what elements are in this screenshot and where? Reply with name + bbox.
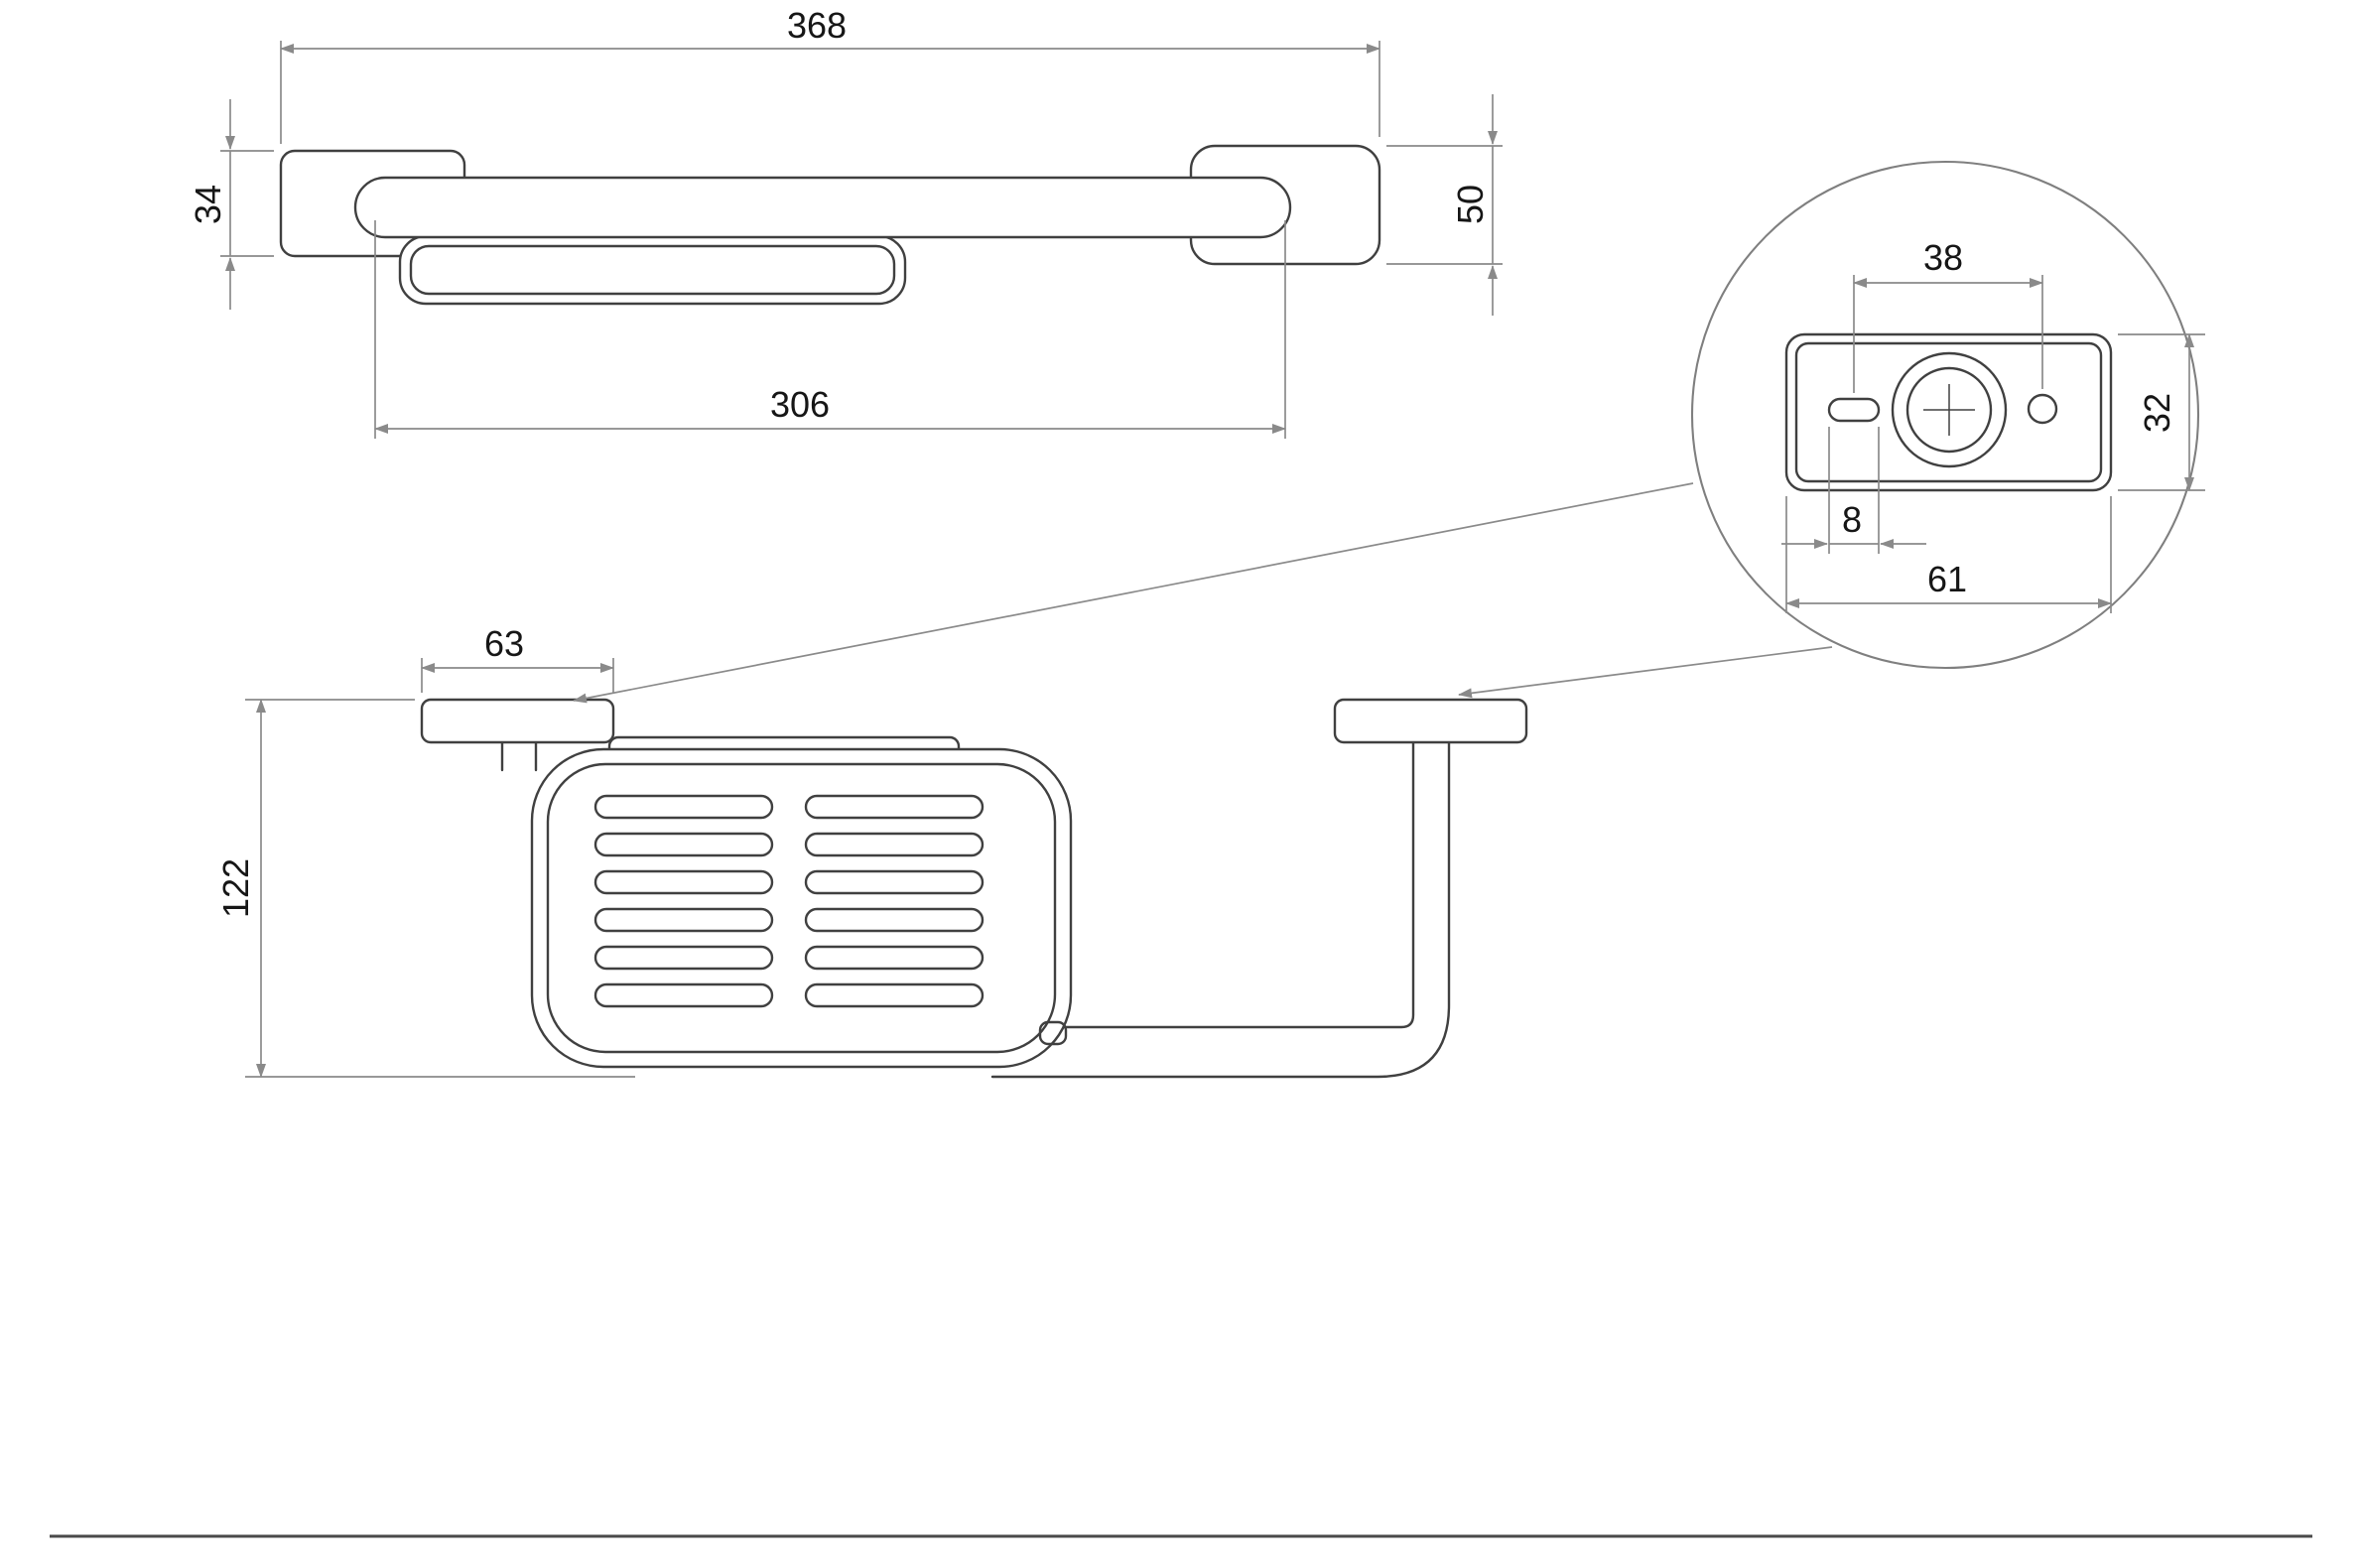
dim-left-end-height: 34	[188, 99, 274, 310]
dim-label-plate-length: 61	[1927, 559, 1967, 599]
basket-slot	[593, 907, 774, 933]
basket-slot	[804, 945, 985, 971]
basket-slots-right	[804, 794, 985, 1008]
dim-label-overall-length: 368	[787, 5, 847, 46]
dim-label-right-bracket-height: 50	[1450, 185, 1491, 224]
detail-leader-lines	[573, 482, 1833, 704]
rail-inner	[990, 740, 1415, 1029]
boss-outer-circle	[1891, 351, 2008, 468]
screw-hole	[2027, 393, 2058, 425]
top-view-basket-inner	[409, 244, 896, 296]
boss-inner-circle	[1905, 366, 1993, 454]
dim-label-hole-spacing: 38	[1923, 237, 1963, 278]
rail-outer	[990, 740, 1451, 1079]
dim-label-slot-width: 8	[1842, 499, 1862, 540]
dim-label-overall-height: 122	[215, 858, 256, 918]
basket-slot	[804, 982, 985, 1008]
dim-overall-height: 122	[215, 699, 635, 1078]
basket-slot	[804, 907, 985, 933]
plate-inner	[1794, 341, 2103, 483]
dim-plate-length: 61	[1785, 496, 2112, 613]
basket-slots-left	[593, 794, 774, 1008]
leader-to-left-flange	[573, 482, 1694, 704]
top-view-bar	[353, 176, 1292, 239]
basket-hook	[1038, 1020, 1068, 1046]
dim-label-left-end-height: 34	[188, 185, 228, 224]
basket-slot	[593, 869, 774, 895]
dim-slot-width: 8	[1781, 427, 1926, 554]
basket-slot	[804, 794, 985, 820]
basket-slot	[593, 794, 774, 820]
basket-inner	[546, 762, 1057, 1054]
dim-right-bracket-height: 50	[1386, 94, 1503, 316]
detail-enclosure-circle	[1690, 160, 2200, 670]
leader-to-right-flange	[1458, 646, 1833, 699]
dim-overall-length: 368	[280, 5, 1380, 144]
dim-mounting-span: 306	[374, 220, 1286, 439]
dim-label-plate-height: 32	[2137, 393, 2177, 433]
basket-slot	[804, 832, 985, 857]
right-flange	[1333, 698, 1528, 744]
dim-label-mounting-span: 306	[770, 384, 830, 425]
basket-slot	[593, 945, 774, 971]
basket-slot	[593, 982, 774, 1008]
detail-view: 38 32 8 61	[1690, 160, 2205, 670]
front-view: 63 122	[215, 623, 1528, 1079]
basket-slot	[804, 869, 985, 895]
basket-slot	[593, 832, 774, 857]
dim-label-flange-width: 63	[484, 623, 524, 664]
basket-outer	[530, 747, 1073, 1069]
dim-hole-spacing: 38	[1853, 237, 2043, 393]
mounting-slot	[1827, 397, 1881, 423]
dim-plate-height: 32	[2118, 333, 2205, 491]
dim-flange-width: 63	[421, 623, 614, 693]
top-view: 368 34 50 306	[188, 5, 1503, 439]
left-flange	[420, 698, 615, 744]
